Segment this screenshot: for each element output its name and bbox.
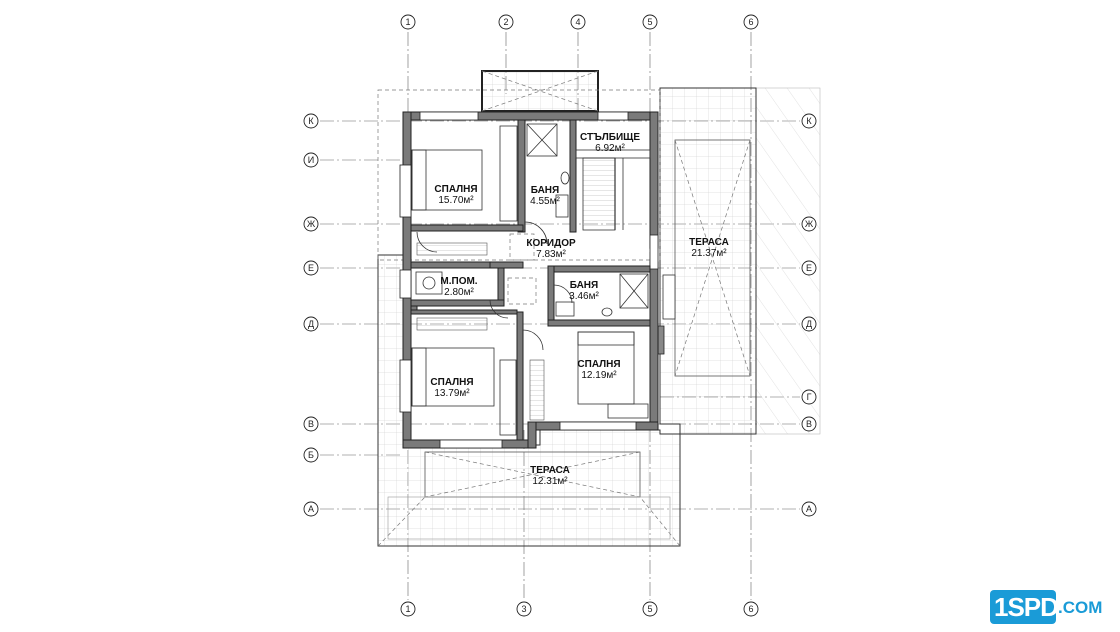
axis-bubble: 3 bbox=[516, 601, 532, 617]
axis-label: Д bbox=[806, 319, 812, 329]
axis-bubble: Г bbox=[801, 389, 817, 405]
axis-label: 5 bbox=[647, 604, 652, 614]
axis-label: Е bbox=[308, 263, 314, 273]
logo-domain: .COM bbox=[1058, 598, 1103, 617]
room-area-corridor: 7.83м² bbox=[536, 249, 566, 260]
axis-bubble: Д bbox=[801, 316, 817, 332]
balcony-top bbox=[481, 70, 599, 112]
room-name-terrace-1: ТЕРАСА bbox=[689, 237, 729, 248]
axis-label: Е bbox=[806, 263, 812, 273]
axis-bubble: Ж bbox=[801, 216, 817, 232]
room-name-bedroom-2: СПАЛНЯ bbox=[577, 359, 620, 370]
room-area-stair: 6.92м² bbox=[595, 143, 625, 154]
room-name-bedroom-1: СПАЛНЯ bbox=[434, 184, 477, 195]
axis-bubble: 5 bbox=[642, 14, 658, 30]
brand-logo: 1SPD .COM bbox=[990, 590, 1114, 626]
room-area-bedroom-2: 12.19м² bbox=[581, 370, 617, 381]
axis-label: 6 bbox=[748, 17, 753, 27]
axis-bubble: К bbox=[801, 113, 817, 129]
axis-label: К bbox=[806, 116, 812, 126]
axis-label: В bbox=[308, 419, 314, 429]
axis-bubble: 5 bbox=[642, 601, 658, 617]
windows bbox=[399, 111, 659, 449]
door-swings bbox=[416, 221, 573, 351]
axis-bubble: И bbox=[303, 152, 319, 168]
axis-label: И bbox=[308, 155, 314, 165]
axis-label: 4 bbox=[575, 17, 580, 27]
axis-label: Д bbox=[308, 319, 314, 329]
axis-label: В bbox=[806, 419, 812, 429]
axis-bubble: Е bbox=[303, 260, 319, 276]
axis-label: Б bbox=[308, 450, 314, 460]
room-area-utility: 2.80м² bbox=[444, 287, 474, 298]
room-area-bath-1: 4.55м² bbox=[530, 196, 560, 207]
axis-label: 1 bbox=[405, 604, 410, 614]
axis-bubble: К bbox=[303, 113, 319, 129]
axis-label: А bbox=[806, 504, 812, 514]
axis-label: Ж bbox=[805, 219, 814, 229]
axis-label: Г bbox=[807, 392, 812, 402]
axis-label: Ж bbox=[307, 219, 316, 229]
axis-bubble: 1 bbox=[400, 601, 416, 617]
axis-bubble: 2 bbox=[498, 14, 514, 30]
axis-label: 6 bbox=[748, 604, 753, 614]
terrace-right bbox=[649, 87, 757, 435]
axis-bubble: Ж bbox=[303, 216, 319, 232]
axis-bubble: Д bbox=[303, 316, 319, 332]
room-name-bedroom-3: СПАЛНЯ bbox=[430, 377, 473, 388]
axis-bubble: А bbox=[801, 501, 817, 517]
axis-bubble: Б bbox=[303, 447, 319, 463]
logo-text: 1SPD bbox=[994, 592, 1059, 622]
axis-bubble: 6 bbox=[743, 14, 759, 30]
axis-label: 1 bbox=[405, 17, 410, 27]
axis-bubble: 1 bbox=[400, 14, 416, 30]
axis-bubble: 6 bbox=[743, 601, 759, 617]
terrace-bottom bbox=[377, 254, 681, 547]
axis-label: 5 bbox=[647, 17, 652, 27]
axis-bubble: В bbox=[801, 416, 817, 432]
axis-label: К bbox=[308, 116, 314, 126]
stair bbox=[575, 149, 651, 231]
room-name-terrace-2: ТЕРАСА bbox=[530, 465, 570, 476]
room-area-bedroom-3: 13.79м² bbox=[434, 388, 470, 399]
room-area-terrace-1: 21.37м² bbox=[691, 248, 727, 259]
axis-label: 2 bbox=[503, 17, 508, 27]
room-name-stair: СТЪЛБИЩЕ bbox=[580, 132, 640, 143]
axis-label: А bbox=[308, 504, 314, 514]
room-area-terrace-2: 12.31м² bbox=[532, 476, 568, 487]
room-name-bath-1: БАНЯ bbox=[531, 185, 559, 196]
room-area-bedroom-1: 15.70м² bbox=[438, 195, 474, 206]
room-name-corridor: КОРИДОР bbox=[526, 238, 576, 249]
axis-bubble: В bbox=[303, 416, 319, 432]
axis-label: 3 bbox=[521, 604, 526, 614]
room-area-bath-2: 3.46м² bbox=[569, 291, 599, 302]
interior-walls bbox=[410, 119, 651, 441]
room-name-bath-2: БАНЯ bbox=[570, 280, 598, 291]
room-name-utility: М.ПОМ. bbox=[440, 276, 477, 287]
axis-bubble: Е bbox=[801, 260, 817, 276]
axis-bubble: 4 bbox=[570, 14, 586, 30]
axis-bubble: А bbox=[303, 501, 319, 517]
logo-box: 1SPD bbox=[990, 590, 1059, 624]
